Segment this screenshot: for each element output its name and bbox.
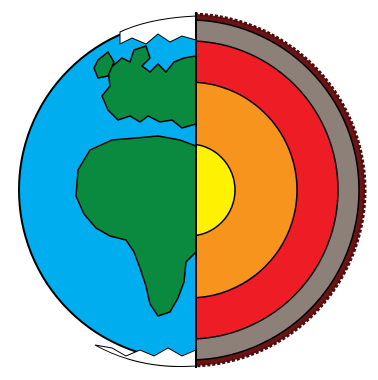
earth-cutaway-diagram — [0, 0, 378, 380]
